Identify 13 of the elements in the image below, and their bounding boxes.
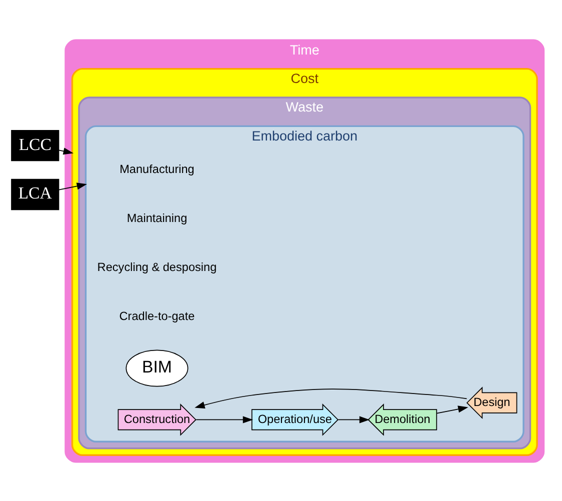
node-box: LCC — [11, 129, 60, 161]
node-ellipse: BIM — [126, 349, 188, 386]
node-text: Manufacturing — [120, 162, 194, 176]
arrow — [194, 388, 468, 408]
arrow — [338, 416, 370, 423]
arrow — [58, 147, 74, 154]
node-text: Maintaining — [126, 210, 188, 225]
arrow — [58, 182, 87, 190]
arrow — [196, 416, 254, 423]
node-text: Recycling & desposing — [97, 259, 217, 274]
node-text: Cradle-to-gate — [119, 308, 195, 322]
node-box: LCA — [11, 178, 60, 210]
arrow — [436, 405, 468, 414]
